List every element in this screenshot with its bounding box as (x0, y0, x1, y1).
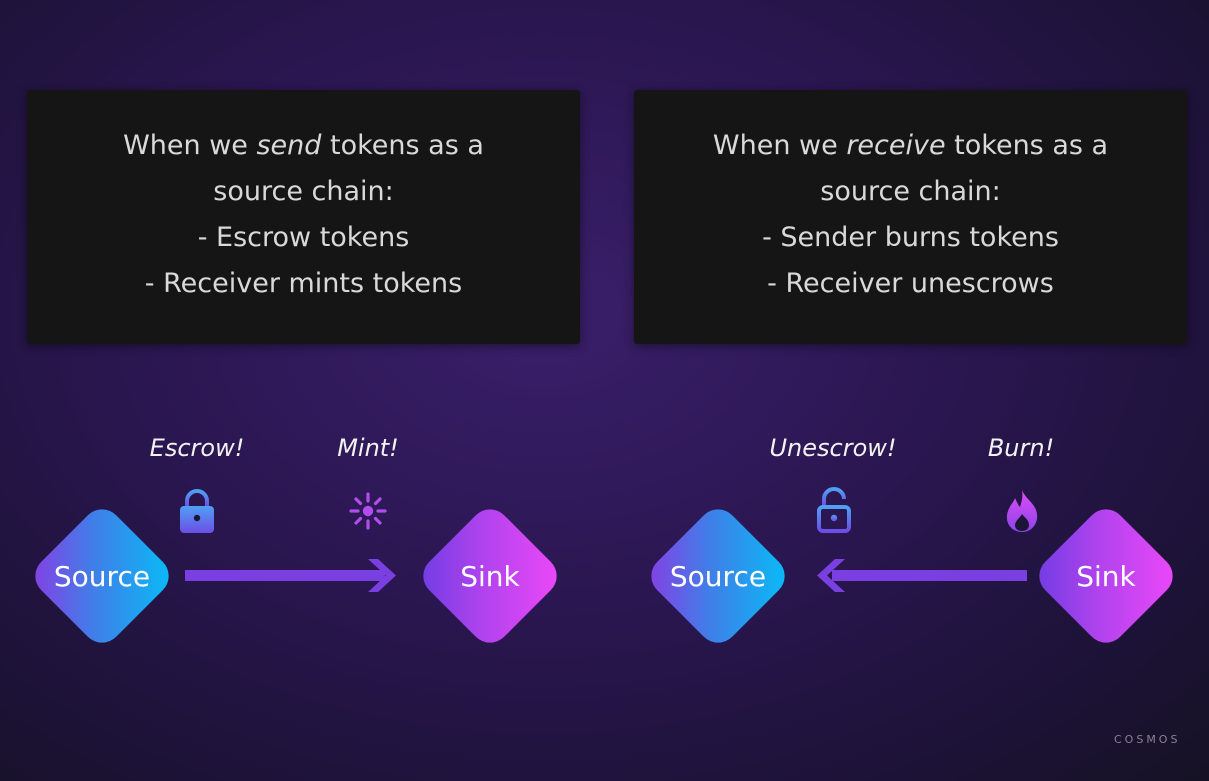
source-chain-node: Source (14, 488, 190, 664)
sink-chain-node: Sink (402, 488, 578, 664)
sparkle-icon (349, 492, 387, 530)
panel-line-4: - Receiver mints tokens (144, 268, 463, 299)
mint-label: Mint! (337, 434, 399, 462)
sink-label: Sink (460, 559, 520, 593)
source-label: Source (53, 559, 151, 593)
panel-line-1: When we receive tokens as a (712, 130, 1109, 161)
panel-line-3: - Sender burns tokens (762, 222, 1059, 253)
panel-line-2: source chain: (820, 176, 1001, 207)
receive-explanation-panel: When we receive tokens as a source chain… (634, 90, 1187, 344)
source-label: Source (669, 559, 767, 593)
send-explanation-panel: When we send tokens as a source chain: -… (27, 90, 580, 344)
lock-open-icon (817, 487, 851, 533)
lock-closed-icon (180, 489, 214, 533)
arrow-source-to-sink (185, 559, 396, 592)
unescrow-label: Unescrow! (769, 434, 897, 462)
sink-diamond-shape (423, 509, 557, 643)
sink-diamond-shape (1039, 509, 1173, 643)
burn-label: Burn! (987, 434, 1055, 462)
source-diamond-shape (35, 509, 169, 643)
panel-line-3: - Escrow tokens (197, 222, 410, 253)
cosmos-watermark: COSMOS (1114, 733, 1181, 746)
sink-label: Sink (1076, 559, 1136, 593)
escrow-label: Escrow! (149, 434, 245, 462)
sink-chain-node: Sink (1018, 488, 1194, 664)
source-diamond-shape (651, 509, 785, 643)
source-chain-node: Source (630, 488, 806, 664)
flame-icon (1006, 490, 1038, 532)
panel-line-4: - Receiver unescrows (767, 268, 1054, 299)
arrow-sink-to-source (817, 559, 1027, 592)
panel-line-1: When we send tokens as a (123, 130, 484, 161)
panel-line-2: source chain: (213, 176, 394, 207)
